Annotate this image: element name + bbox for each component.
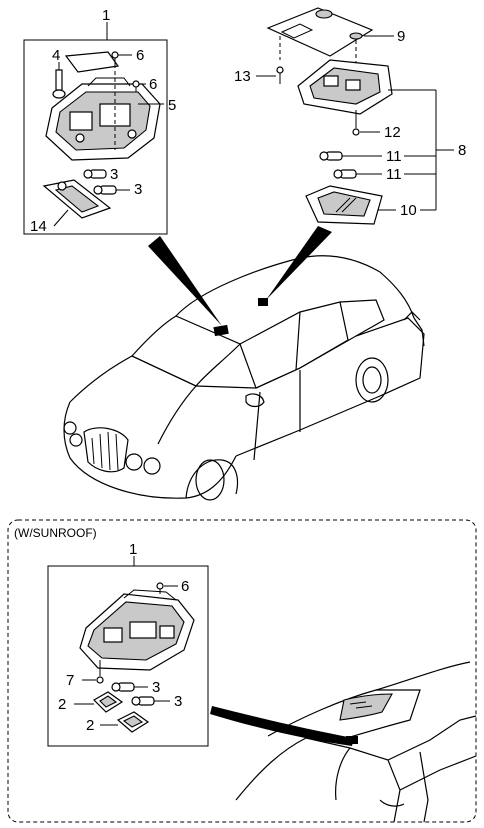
lens-strip [64, 51, 120, 73]
sunroof-callout-3b: 3 [174, 693, 182, 710]
bulb-3b-icon [93, 185, 117, 195]
sunroof-screw-6-icon [156, 582, 164, 594]
sunroof-callout-1: 1 [129, 541, 137, 558]
sedan-illustration [63, 255, 425, 501]
sunroof-callout-2b: 2 [86, 717, 94, 734]
callout-3a: 3 [110, 166, 118, 183]
sunroof-lens-2b [116, 711, 150, 733]
sunroof-bulb-3b-icon [131, 696, 155, 706]
location-pointer-front [148, 236, 222, 326]
sunroof-callout-2a: 2 [58, 696, 66, 713]
console-assembly-frame [23, 39, 168, 235]
sunroof-section-frame [7, 519, 477, 823]
callout-14: 14 [30, 218, 47, 235]
screw-13-icon [276, 66, 284, 84]
callout-10: 10 [400, 202, 417, 219]
callout-3b: 3 [134, 181, 142, 198]
console-assembly-group: 1 4 6 [23, 7, 176, 235]
callout-5: 5 [168, 97, 176, 114]
sunroof-car-illustration [235, 661, 477, 823]
sunroof-section-label: (W/SUNROOF) [14, 526, 97, 540]
screw-4-icon [52, 69, 66, 99]
sunroof-console-location-marker [346, 736, 358, 744]
sunroof-callout-3a: 3 [152, 679, 160, 696]
sunroof-lens-2a [93, 691, 124, 713]
map-lamp-location-marker [258, 298, 268, 306]
location-pointer-rear [266, 226, 332, 300]
callout-1: 1 [102, 7, 110, 24]
sunroof-callout-7: 7 [66, 672, 74, 689]
callout-13: 13 [234, 68, 251, 85]
sunroof-section: (W/SUNROOF) 1 6 7 [7, 519, 477, 823]
sunroof-console-body [79, 589, 195, 671]
screw-12-icon [352, 110, 360, 136]
map-lamp-group: 9 13 8 12 [234, 7, 466, 225]
bulb-3a-icon [83, 169, 107, 179]
callout-9: 9 [397, 28, 405, 45]
bulb-11b-icon [333, 169, 357, 179]
sunroof-callout-6: 6 [181, 578, 189, 595]
sunroof-console-frame [47, 565, 209, 747]
map-lamp-housing [297, 59, 393, 115]
callout-6a: 6 [136, 47, 144, 64]
callout-11a: 11 [386, 148, 402, 165]
lens-10 [305, 185, 383, 225]
sunroof-location-pointer [210, 706, 354, 746]
sunroof-bulb-3a-icon [111, 682, 135, 692]
callout-4: 4 [52, 47, 60, 64]
callout-6b: 6 [149, 76, 157, 93]
bracket-9 [266, 7, 374, 57]
console-location-marker [213, 324, 229, 337]
callout-8: 8 [458, 142, 466, 159]
overhead-console-body [45, 77, 161, 161]
sunroof-screw-7-icon [96, 660, 104, 684]
lens-14 [42, 179, 112, 219]
bulb-11a-icon [319, 151, 343, 161]
callout-11b: 11 [386, 166, 402, 183]
callout-12: 12 [384, 124, 401, 141]
